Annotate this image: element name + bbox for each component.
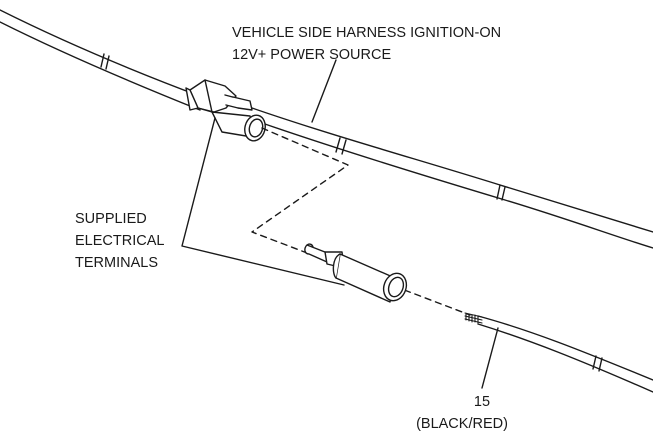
stripped-wire-end bbox=[464, 312, 483, 324]
terminals-callout-line1: SUPPLIED bbox=[75, 211, 147, 227]
terminals-callout-line2: ELECTRICAL bbox=[75, 233, 164, 249]
harness-callout-line1: VEHICLE SIDE HARNESS IGNITION-ON bbox=[232, 25, 501, 41]
harness-leader-line bbox=[311, 59, 337, 123]
terminals-callout: SUPPLIED ELECTRICAL TERMINALS bbox=[75, 211, 164, 271]
supplied-wire-15 bbox=[477, 315, 653, 393]
harness-connector bbox=[185, 79, 266, 142]
harness-callout-line2: 12V+ POWER SOURCE bbox=[232, 47, 391, 63]
loose-terminal bbox=[304, 243, 408, 303]
vehicle-harness-wire bbox=[0, 9, 653, 249]
terminals-leader-line bbox=[181, 117, 345, 286]
alignment-dashed-line bbox=[251, 127, 471, 316]
wire-callout: 15 (BLACK/RED) bbox=[416, 394, 508, 432]
terminals-callout-line3: TERMINALS bbox=[75, 255, 158, 271]
harness-callout: VEHICLE SIDE HARNESS IGNITION-ON 12V+ PO… bbox=[232, 25, 501, 63]
wire-number-label: 15 bbox=[474, 394, 490, 410]
wire-color-label: (BLACK/RED) bbox=[416, 416, 508, 432]
wire-leader-line bbox=[481, 327, 499, 389]
